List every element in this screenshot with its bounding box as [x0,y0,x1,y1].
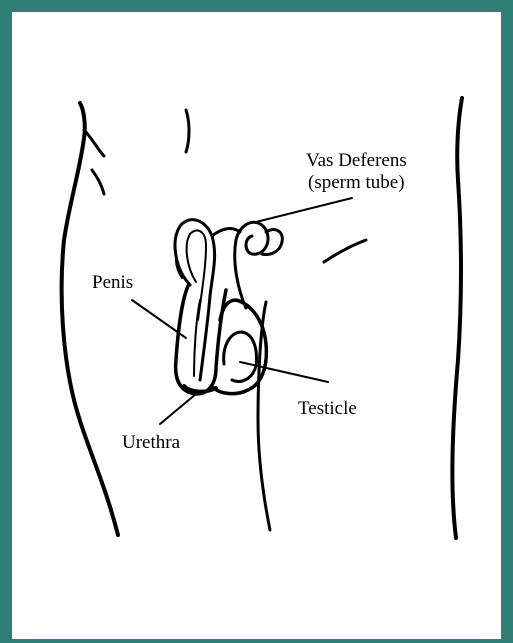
urethra-label: Urethra [122,432,180,454]
right-body-outline [452,98,462,538]
urethra-leader [160,394,196,424]
left-body-outline-flick [84,130,104,194]
vas-deferens-leader [256,198,352,222]
vas-deferens-label-line2: (sperm tube) [308,172,405,194]
belly-mark [186,110,189,152]
testicle-shape [224,332,257,381]
vas-deferens-label-line1: Vas Deferens [306,150,407,172]
penis-label: Penis [92,272,133,294]
left-body-outline [62,103,118,535]
scrotum-outline [214,300,266,394]
vas-deferens-connect [212,229,240,236]
penis-leader [132,300,186,338]
right-hip-mark [324,240,366,262]
vas-deferens-right [235,222,268,308]
vas-deferens-left-inner [187,230,206,320]
testicle-label: Testicle [298,398,357,420]
